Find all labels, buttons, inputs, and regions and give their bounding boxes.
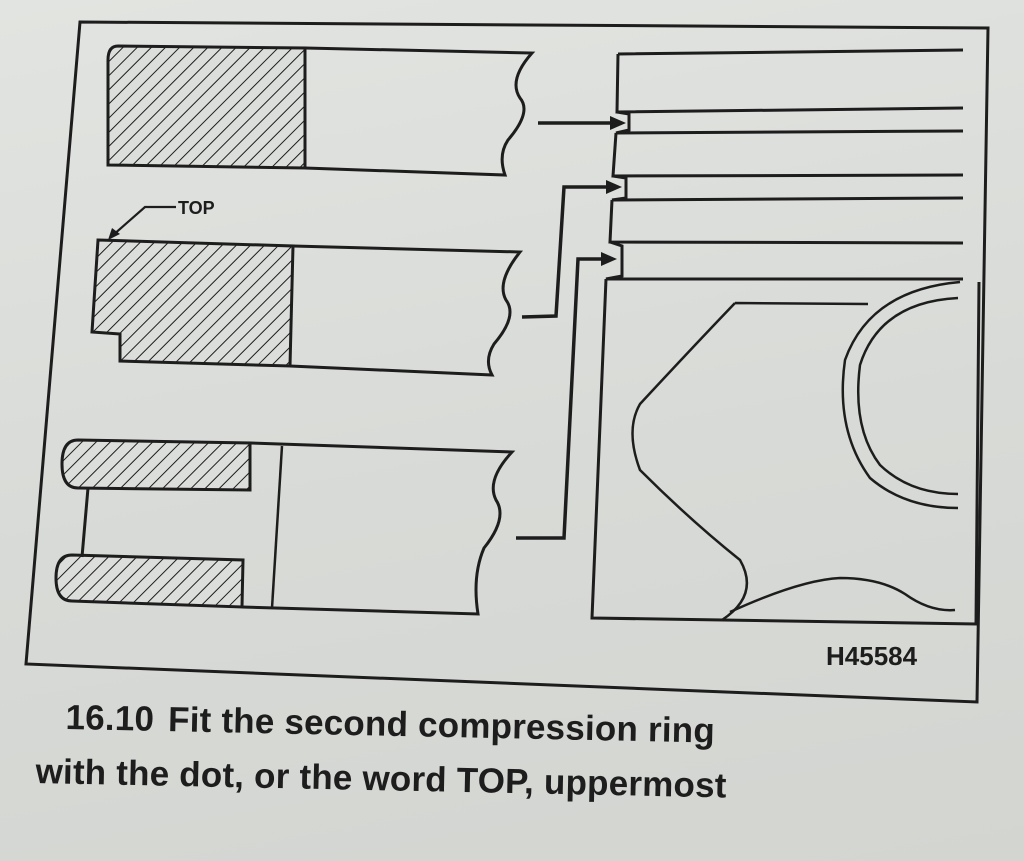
- top-ring-body: [304, 46, 536, 177]
- piston-top-land: [615, 48, 964, 114]
- second-ring-groove: [611, 174, 964, 202]
- oil-ring-divider: [270, 445, 284, 609]
- ring-to-groove-arrows: [516, 116, 626, 540]
- second-ring-hatched-section: [90, 238, 295, 368]
- figure-number: 16.10: [65, 698, 155, 739]
- top-label-arrowhead: [108, 228, 120, 240]
- figure-frame: [24, 20, 990, 704]
- top-ring-hatched-section: [106, 44, 307, 170]
- second-land: [611, 132, 964, 178]
- arrow-second-ring-to-groove: [521, 185, 606, 319]
- top-label: TOP: [178, 198, 215, 218]
- arrow-oil-ring-to-groove: [516, 257, 602, 540]
- piston-section: [590, 48, 981, 626]
- oil-ring-spacer: [80, 487, 90, 558]
- third-land: [608, 199, 964, 245]
- top-label-leader: [111, 205, 176, 237]
- pin-bore-inner: [857, 296, 959, 496]
- pin-bore-outer: [841, 280, 961, 510]
- second-compression-ring: TOP: [90, 198, 524, 377]
- top-ring-groove: [615, 110, 964, 135]
- oil-ring-body: [241, 441, 516, 616]
- top-compression-ring: [106, 44, 536, 177]
- figure-reference-code: H45584: [826, 641, 918, 671]
- oil-ring-upper-rail: [60, 438, 252, 492]
- second-ring-body: [289, 244, 524, 377]
- oil-ring-groove: [605, 240, 963, 281]
- oil-control-ring: [54, 438, 516, 616]
- oil-ring-lower-rail: [54, 553, 245, 609]
- piston-skirt-outline: [590, 278, 981, 626]
- piston-internal-boss: [631, 301, 869, 622]
- piston-boss-base-curve: [729, 576, 956, 614]
